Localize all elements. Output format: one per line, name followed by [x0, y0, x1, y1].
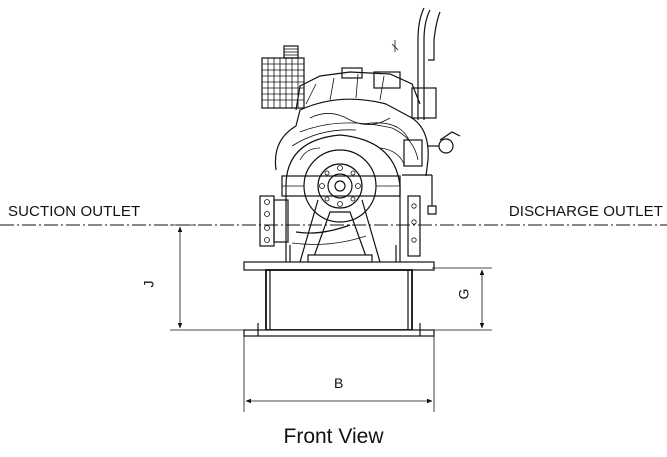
- pump-flange: [281, 149, 401, 223]
- suction-outlet-label: SUCTION OUTLET: [8, 203, 141, 220]
- engine-block: [274, 67, 429, 177]
- engine-accessories: [403, 87, 461, 167]
- suction-flange: [259, 195, 289, 247]
- dimension-b-label: B: [334, 375, 344, 391]
- air-filter: [261, 45, 305, 109]
- exhaust-pipes: [391, 7, 441, 120]
- dimension-b: [243, 336, 435, 412]
- dimension-g: [432, 267, 492, 331]
- dimension-j: [170, 224, 252, 331]
- dimension-g-label: G: [455, 288, 472, 300]
- base-frame: [243, 261, 435, 337]
- pump-casing: [285, 134, 401, 263]
- discharge-outlet-label: DISCHARGE OUTLET: [508, 203, 663, 220]
- dimension-j-label: J: [140, 280, 157, 288]
- view-caption: Front View: [283, 425, 384, 448]
- discharge-pipe: [402, 174, 437, 257]
